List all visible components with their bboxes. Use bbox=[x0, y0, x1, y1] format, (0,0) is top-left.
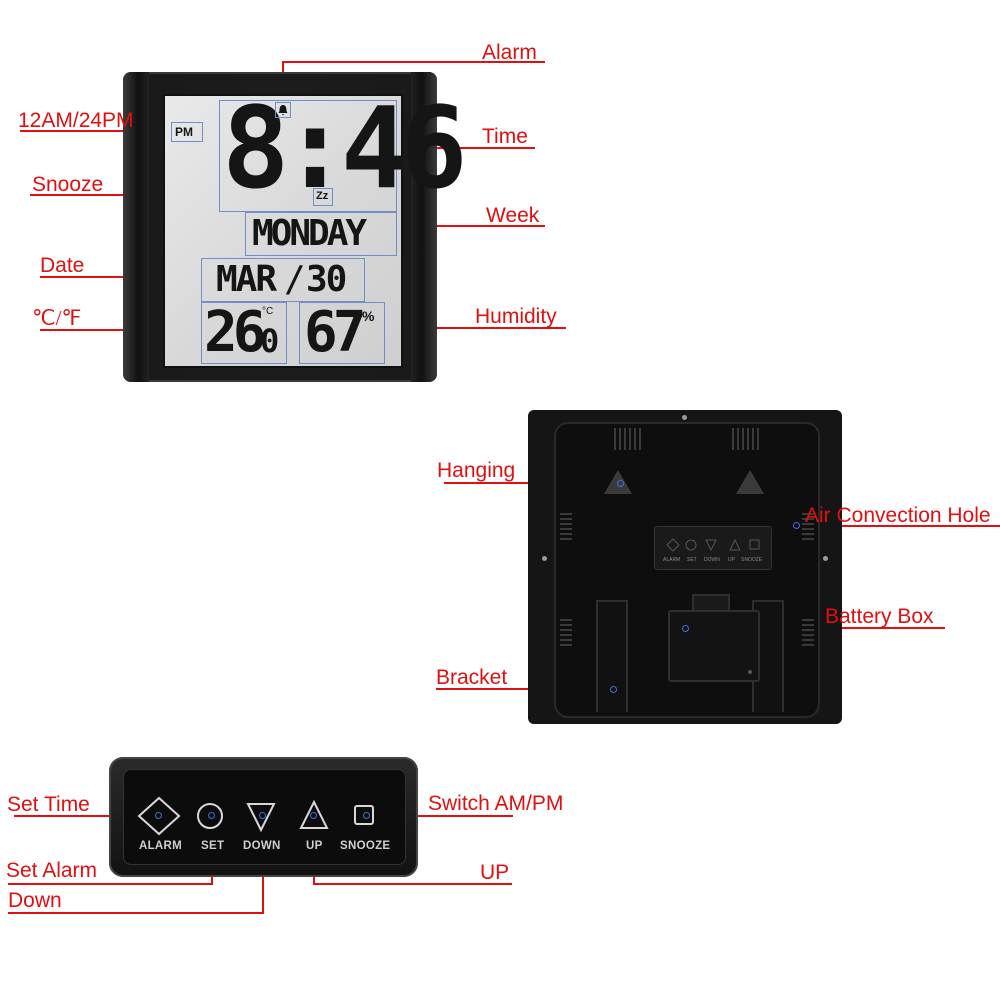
humidity-unit: % bbox=[362, 308, 375, 324]
day-number-display: 30 bbox=[306, 259, 347, 300]
month-display: MAR bbox=[216, 259, 277, 300]
strip-label-alarm: ALARM bbox=[139, 840, 183, 852]
back-btn-set: SET bbox=[687, 557, 697, 563]
marker-snooze-btn bbox=[363, 812, 370, 819]
humidity-box: 67 % bbox=[299, 302, 385, 364]
callout-air-hole: Air Convection Hole bbox=[805, 504, 991, 527]
battery-box bbox=[668, 610, 760, 682]
day-display: MONDAY bbox=[252, 213, 367, 254]
bell-icon bbox=[278, 105, 288, 116]
callout-alarm: Alarm bbox=[482, 41, 537, 64]
callout-hanging: Hanging bbox=[437, 459, 516, 482]
callout-bracket: Bracket bbox=[436, 666, 508, 689]
callout-set-time: Set Time bbox=[7, 793, 90, 816]
strip-label-up: UP bbox=[306, 840, 323, 852]
marker-bracket bbox=[610, 686, 617, 693]
callout-ampm: 12AM/24PM bbox=[18, 109, 134, 132]
callout-battery-box: Battery Box bbox=[825, 605, 934, 628]
strip-label-snooze: SNOOZE bbox=[340, 840, 391, 852]
air-convection-vent bbox=[802, 512, 814, 540]
clock-side-left bbox=[123, 72, 149, 382]
marker-set-btn bbox=[208, 812, 215, 819]
back-btn-down: DOWN bbox=[704, 557, 720, 563]
day-box: MONDAY bbox=[245, 212, 397, 256]
callout-time: Time bbox=[482, 125, 528, 148]
callout-up: UP bbox=[480, 861, 510, 884]
temperature-int: 26 bbox=[204, 300, 266, 365]
callout-switch-ampm: Switch AM/PM bbox=[428, 792, 564, 815]
callout-down: Down bbox=[8, 889, 62, 912]
callout-set-alarm: Set Alarm bbox=[6, 859, 98, 882]
snooze-symbol: Zz bbox=[316, 190, 329, 202]
callout-date: Date bbox=[40, 254, 85, 277]
side-vent-left bbox=[560, 512, 572, 540]
clock-side-right bbox=[411, 72, 437, 382]
reset-hole bbox=[748, 670, 752, 674]
date-box: MAR / 30 bbox=[201, 258, 365, 302]
lcd-screen: PM 8:46 Zz MONDAY MAR / 30 bbox=[163, 93, 468, 368]
alarm-box bbox=[275, 102, 291, 118]
top-vent-right bbox=[732, 428, 762, 450]
callout-humidity: Humidity bbox=[475, 305, 557, 328]
side-screw-right bbox=[823, 556, 828, 561]
marker-up-btn bbox=[310, 812, 317, 819]
callout-week: Week bbox=[486, 204, 540, 227]
hanging-hole-right bbox=[736, 470, 764, 494]
humidity-value: 67 bbox=[304, 300, 366, 365]
back-btn-alarm: ALARM bbox=[663, 557, 681, 563]
top-screw bbox=[682, 415, 687, 420]
time-display: 8:46 bbox=[222, 84, 468, 214]
back-button-panel: ALARM SET DOWN UP SNOOZE bbox=[654, 526, 772, 570]
side-vent-left-lower bbox=[560, 618, 572, 646]
callout-temp-unit: ℃/℉ bbox=[32, 306, 82, 330]
marker-down-btn bbox=[259, 812, 266, 819]
side-vent-right-lower bbox=[802, 618, 814, 646]
temperature-unit: °C bbox=[262, 306, 274, 317]
temperature-dec: 0 bbox=[260, 322, 279, 360]
marker-air-hole bbox=[793, 522, 800, 529]
clock-back: ALARM SET DOWN UP SNOOZE bbox=[528, 410, 842, 724]
date-separator: / bbox=[284, 259, 306, 300]
snooze-box: Zz bbox=[313, 188, 333, 206]
callout-snooze: Snooze bbox=[32, 173, 104, 196]
back-button-icons bbox=[666, 538, 760, 552]
top-vent-left bbox=[614, 428, 644, 450]
set-button-icon bbox=[197, 803, 223, 829]
strip-button-icons bbox=[137, 796, 374, 836]
up-button-icon bbox=[299, 799, 329, 829]
back-panel: ALARM SET DOWN UP SNOOZE bbox=[554, 422, 820, 718]
back-btn-up: UP bbox=[728, 557, 735, 563]
bracket-left bbox=[596, 600, 628, 712]
back-btn-snooze: SNOOZE bbox=[741, 557, 763, 563]
alarm-button-icon bbox=[137, 796, 181, 836]
down-button-icon bbox=[246, 803, 276, 833]
pm-indicator: PM bbox=[175, 125, 193, 139]
marker-battery bbox=[682, 625, 689, 632]
marker-alarm-btn bbox=[155, 812, 162, 819]
time-box: 8:46 bbox=[219, 93, 468, 212]
side-screw-left bbox=[542, 556, 547, 561]
temperature-box: 26 0 °C bbox=[201, 302, 287, 364]
strip-label-down: DOWN bbox=[243, 840, 281, 852]
marker-hanging bbox=[617, 480, 624, 487]
pm-box: PM bbox=[171, 122, 203, 142]
clock-front: PM 8:46 Zz MONDAY MAR / 30 bbox=[123, 72, 468, 382]
snooze-button-icon bbox=[354, 805, 374, 825]
strip-label-set: SET bbox=[201, 840, 225, 852]
